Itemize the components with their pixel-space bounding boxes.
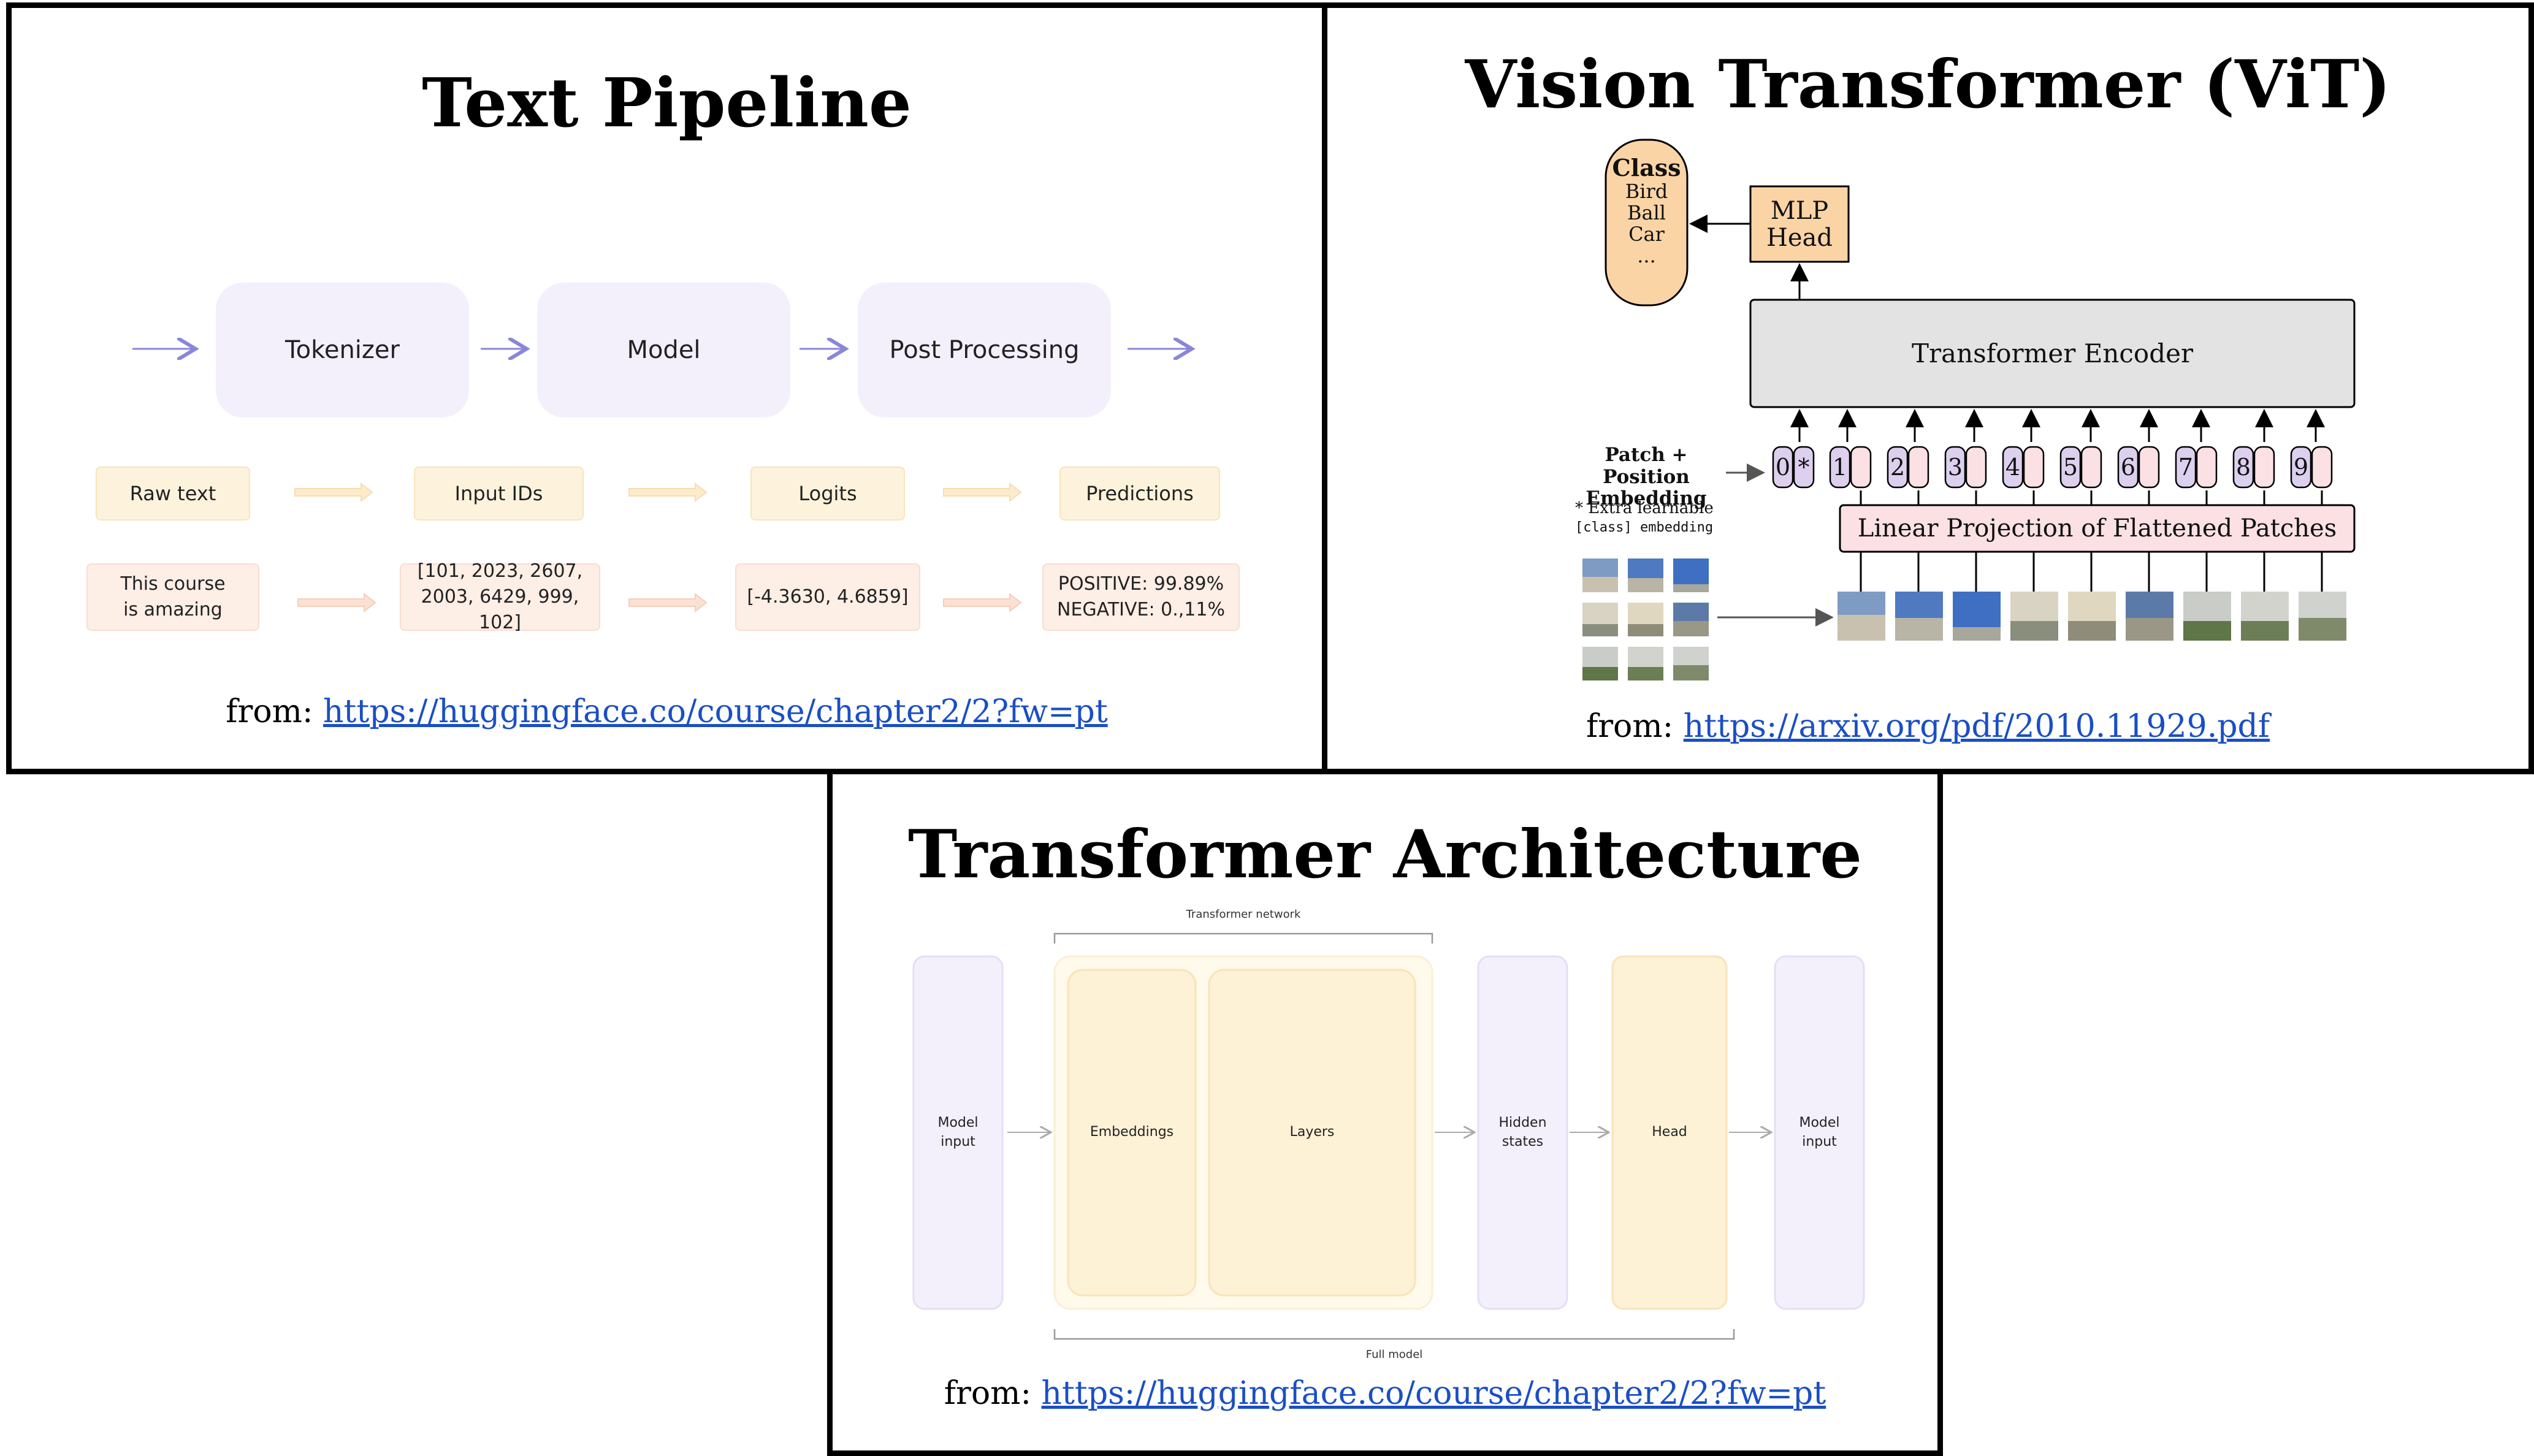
note-line: * Extra learnable: [1575, 499, 1714, 517]
pipeline-arrows: [132, 8, 1322, 613]
position-label: 2: [1890, 454, 1906, 481]
patch-image-icon: [1838, 592, 2346, 641]
embedding-label: Patch + Position Embedding: [1560, 444, 1732, 510]
note-line: [class] embedding: [1575, 519, 1714, 535]
architecture-diagram: [912, 932, 1865, 1340]
label-line: states: [1502, 1134, 1544, 1149]
right-arrow-icon: [943, 592, 1022, 613]
vit-diagram: [1582, 139, 2356, 680]
right-arrow-icon: [628, 482, 708, 503]
post-processing-box: Post Processing: [858, 283, 1111, 417]
embedding-line: Embedding: [1586, 487, 1707, 510]
source-link[interactable]: https://huggingface.co/course/chapter2/2…: [323, 693, 1108, 730]
source-line: from: https://arxiv.org/pdf/2010.11929.p…: [1327, 708, 2528, 745]
right-arrow-icon: [294, 482, 373, 503]
logits-value: [-4.3630, 4.6859]: [735, 563, 920, 631]
from-label: from:: [1586, 708, 1674, 745]
input-ids-tag: Input IDs: [414, 467, 584, 520]
value-line: is amazing: [123, 599, 223, 620]
full-model-label: Full model: [1365, 1348, 1423, 1361]
tokenizer-box: Tokenizer: [216, 283, 469, 417]
value-line: 2003, 6429, 999, 102]: [421, 586, 579, 633]
source-link[interactable]: https://huggingface.co/course/chapter2/2…: [1041, 1375, 1826, 1412]
vit-panel: Vision Transformer (ViT): [1322, 2, 2534, 774]
text-pipeline-panel: Text Pipeline Tokenizer Model Post Proce…: [6, 2, 1327, 774]
right-arrow-icon: [628, 592, 708, 613]
class-output-label: Class Bird Ball Car ...: [1606, 155, 1687, 290]
class-token-marker: *: [1798, 454, 1810, 481]
logits-tag: Logits: [750, 467, 905, 520]
class-item: Bird: [1625, 179, 1668, 203]
source-line: from: https://huggingface.co/course/chap…: [833, 1375, 1937, 1412]
right-arrow-icon: [297, 592, 376, 613]
position-label: 1: [1832, 454, 1848, 481]
panel-title: Vision Transformer (ViT): [1465, 46, 2391, 123]
transformer-network-label: Transformer network: [1186, 908, 1301, 921]
value-line: This course: [120, 573, 226, 595]
position-label: 4: [2005, 454, 2021, 481]
label-line: Model: [1799, 1115, 1840, 1130]
raw-text-tag: Raw text: [96, 467, 250, 520]
position-label: 8: [2235, 454, 2251, 481]
label-line: Hidden: [1498, 1115, 1547, 1130]
class-item: Ball: [1627, 200, 1666, 224]
value-line: [101, 2023, 2607,: [417, 560, 583, 582]
panel-title: Transformer Architecture: [908, 816, 1862, 893]
right-arrow-icon: [943, 482, 1022, 503]
class-item: ...: [1637, 244, 1656, 268]
embeddings-label: Embeddings: [1090, 1124, 1174, 1140]
from-label: from:: [226, 693, 313, 730]
model-input-right-label: Model input: [1775, 956, 1864, 1309]
from-label: from:: [944, 1375, 1032, 1412]
panel-title: Text Pipeline: [422, 63, 912, 142]
input-ids-value: [101, 2023, 2607, 2003, 6429, 999, 102]: [400, 560, 600, 633]
head-label: Head: [1652, 1124, 1687, 1140]
value-line: POSITIVE: 99.89%: [1058, 573, 1224, 595]
label-line: Model: [937, 1115, 979, 1130]
model-input-left-box: [912, 955, 1004, 1310]
class-title: Class: [1612, 154, 1681, 181]
layers-box: [1208, 969, 1416, 1297]
model-input-right-box: [1774, 955, 1865, 1310]
label-line: input: [1802, 1134, 1837, 1149]
predictions-value: POSITIVE: 99.89% NEGATIVE: 0.,11%: [1042, 563, 1240, 631]
mlp-head-box: [1749, 185, 1850, 263]
source-line: from: https://huggingface.co/course/chap…: [12, 693, 1322, 730]
full-model-bracket: [1053, 1329, 1735, 1340]
label-line: input: [941, 1134, 975, 1149]
embeddings-box: [1067, 969, 1197, 1297]
value-line: NEGATIVE: 0.,11%: [1057, 599, 1225, 620]
position-label: 0: [1775, 454, 1791, 481]
patch-image-icon: [1582, 558, 1709, 680]
mlp-head-label: MLP Head: [1750, 186, 1849, 262]
position-label: 3: [1947, 454, 1963, 481]
architecture-panel: Transformer Architecture Transformer net…: [827, 769, 1943, 1456]
source-link[interactable]: https://arxiv.org/pdf/2010.11929.pdf: [1683, 708, 2270, 745]
mlp-line: Head: [1766, 223, 1833, 252]
layers-label: Layers: [1289, 1124, 1335, 1140]
mlp-line: MLP: [1770, 196, 1829, 225]
position-label: 9: [2293, 454, 2309, 481]
linear-projection-box: [1839, 504, 2356, 553]
model-input-left-label: Model input: [914, 956, 1002, 1309]
raw-text-value: This course is amazing: [86, 563, 259, 631]
hidden-states-box: [1477, 955, 1568, 1310]
model-box: Model: [537, 283, 790, 417]
extra-learnable-note: * Extra learnable [class] embedding: [1575, 498, 1734, 536]
class-output-box: [1605, 139, 1689, 307]
transformer-network-bracket: [1053, 932, 1433, 943]
class-item: Car: [1628, 223, 1665, 246]
hidden-states-label: Hidden states: [1478, 956, 1567, 1309]
position-label: 7: [2178, 454, 2194, 481]
predictions-tag: Predictions: [1059, 467, 1220, 520]
head-box: [1611, 955, 1728, 1310]
embedding-line: Patch + Position: [1603, 444, 1690, 488]
position-label: 6: [2120, 454, 2136, 481]
transformer-encoder-label: Transformer Encoder: [1911, 338, 2194, 368]
linear-projection-label: Linear Projection of Flattened Patches: [1857, 514, 2337, 543]
position-label: 5: [2063, 454, 2078, 481]
transformer-encoder-box: [1749, 299, 2356, 408]
